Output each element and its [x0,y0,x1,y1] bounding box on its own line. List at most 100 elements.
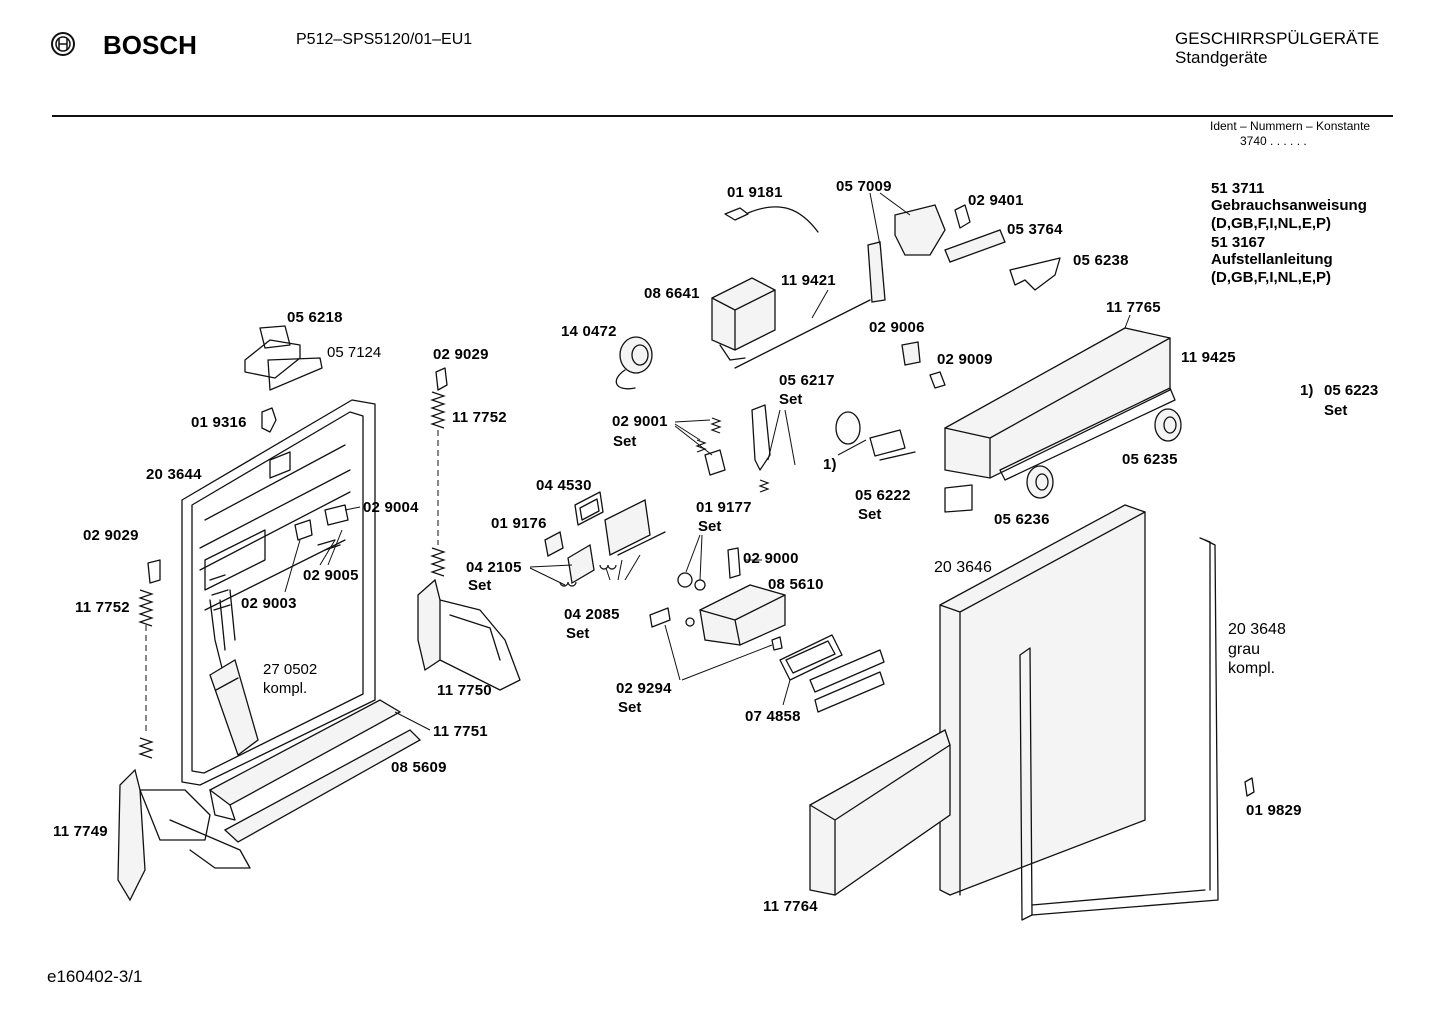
part-label-019177: 01 9177 [696,499,752,516]
doc2-languages: (D,GB,F,I,NL,E,P) [1211,269,1331,286]
inner-door-frame-part [181,399,376,786]
hinge-117749-part [117,768,251,902]
spring-029001-part [674,417,726,476]
doc1-number: 51 3711 [1211,180,1265,197]
part-label-117764: 11 7764 [763,898,818,915]
kickplate-117764-part [809,729,951,896]
lever-056217-part [751,404,796,493]
part-label-057009: 05 7009 [836,178,892,195]
part-note-042105: Set [468,577,492,594]
switch-assembly-056222-part [835,411,916,461]
clip-019316-part [261,407,277,433]
part-label-203644: 20 3644 [146,466,202,483]
part-note-019177: Set [698,518,722,535]
part-note-056222: Set [858,506,882,523]
cable-019181-part [724,206,819,233]
part-label-203648: 20 3648 [1228,621,1286,638]
lever-057009-part [867,192,946,303]
part-label-117749: 11 7749 [53,823,108,840]
part-note-029294: Set [618,699,642,716]
part-label-203646: 20 3646 [934,559,992,576]
part-label-029006: 02 9006 [869,319,925,336]
part-label-019181: 01 9181 [727,184,783,201]
part-label-042085: 04 2085 [564,606,620,623]
footnote-note: Set [1324,402,1348,419]
base-trim-117751-part [208,699,431,821]
part-label-057124: 05 7124 [327,344,382,361]
seal-044530-part [574,491,604,526]
switch-029006-part [901,341,946,389]
part-label-042105: 04 2105 [466,559,522,576]
doc2-title: Aufstellanleitung [1211,251,1333,268]
part-note-056217: Set [779,391,803,408]
knob-140472-part [615,336,653,390]
part-label-056235: 05 6235 [1122,451,1178,468]
part-label-074858: 07 4858 [745,708,801,725]
hinge-117750-part [417,578,521,691]
part-label-029294: 02 9294 [616,680,672,697]
category-subtitle: Standgeräte [1175,48,1268,67]
part-label-117752-lower: 11 7752 [75,599,130,616]
part-label-119425: 11 9425 [1181,349,1236,366]
part-label-019829: 01 9829 [1246,802,1302,819]
doc2-number: 51 3167 [1211,234,1266,251]
seal-074858-part [779,634,885,713]
part-label-029401: 02 9401 [968,192,1024,209]
small-parts-029004-part [284,504,361,593]
switch-parts-right-part [944,204,1061,291]
footnote-part: 05 6223 [1324,382,1379,399]
brand-name: BOSCH [103,30,197,60]
part-label-019176: 01 9176 [491,515,547,532]
part-note-029001: Set [613,433,637,450]
part-label-029001: 02 9001 [612,413,668,430]
footnote-marker: 1) [1300,382,1314,399]
part-label-029005: 02 9005 [303,567,359,584]
part-label-117750: 11 7750 [437,682,492,699]
outer-door-203646-part [939,504,1146,896]
doc1-languages: (D,GB,F,I,NL,E,P) [1211,215,1331,232]
part-label-056238: 05 6238 [1073,252,1129,269]
hinge-spring-left-part [138,559,161,759]
part-label-029003: 02 9003 [241,595,297,612]
part-label-019316: 01 9316 [191,414,247,431]
part-marker-056222: 1) [823,456,837,473]
hinge-spring-right-part [430,367,448,577]
category-title: GESCHIRRSPÜLGERÄTE [1175,29,1380,48]
part-label-119421: 11 9421 [781,272,836,289]
bosch-logo-icon [51,32,75,56]
part-label-140472: 14 0472 [561,323,617,340]
part-label-029029-lower: 02 9029 [83,527,139,544]
flaps-042105-part [529,499,666,587]
door-frame-203648-part [1019,537,1219,921]
part-label-086641: 08 6641 [644,285,700,302]
bracket-056218-part [244,325,323,391]
part-label-056236: 05 6236 [994,511,1050,528]
part-label-053764: 05 3764 [1007,221,1063,238]
screw-019829-part [1244,777,1255,797]
part-label-117765: 11 7765 [1106,299,1161,316]
part-label-056217: 05 6217 [779,372,835,389]
ident-label: Ident – Nummern – Konstante [1210,119,1371,133]
part-label-117751: 11 7751 [433,723,488,740]
knob-056235-part [1154,408,1182,442]
part-note-203648-kompl: kompl. [1228,660,1276,677]
model-number: P512–SPS5120/01–EU1 [296,31,473,48]
part-note-203648-color: grau [1228,641,1261,658]
drawing-id: e160402-3/1 [47,967,143,986]
ident-value: 3740 . . . . . . [1240,134,1307,148]
part-label-044530: 04 4530 [536,477,592,494]
part-label-085610: 08 5610 [768,576,824,593]
dispenser-270502-part [209,659,259,757]
timer-086641-part [711,277,776,361]
seal-019176-part [544,531,564,557]
part-label-270502: 27 0502 [263,661,318,678]
control-panel-117765-part [944,314,1176,513]
doc1-title: Gebrauchsanweisung [1211,197,1367,214]
parts-029294-part [649,607,783,681]
part-label-085609: 08 5609 [391,759,447,776]
knob-056236-part [1026,465,1054,499]
dispenser-085610-part [677,534,786,646]
base-trim-085609-part [223,729,422,843]
